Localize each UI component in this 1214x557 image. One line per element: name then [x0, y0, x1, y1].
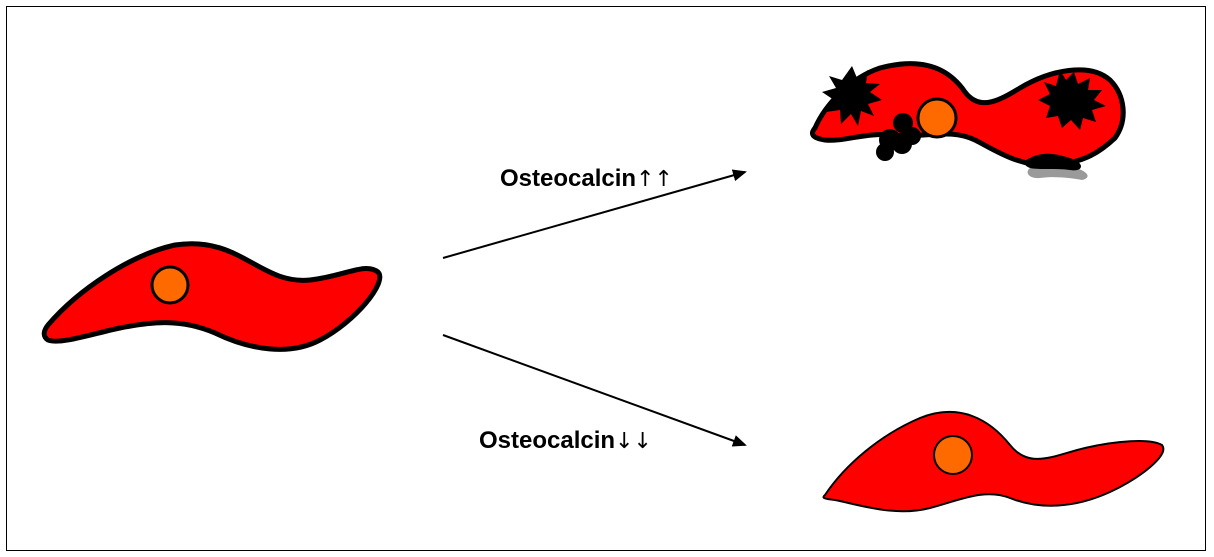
label-osteocalcin-up: Osteocalcin↑↑	[500, 165, 673, 192]
mineralized-cell	[812, 64, 1123, 180]
cell-body	[823, 412, 1163, 511]
cell-nucleus	[934, 436, 972, 474]
unmineralized-cell	[823, 412, 1163, 511]
original-cell	[44, 244, 380, 350]
cell-nucleus	[152, 267, 188, 303]
cell-nucleus	[918, 99, 956, 137]
label-osteocalcin-down: Osteocalcin↓↓	[479, 427, 652, 454]
cell-body	[44, 244, 380, 350]
